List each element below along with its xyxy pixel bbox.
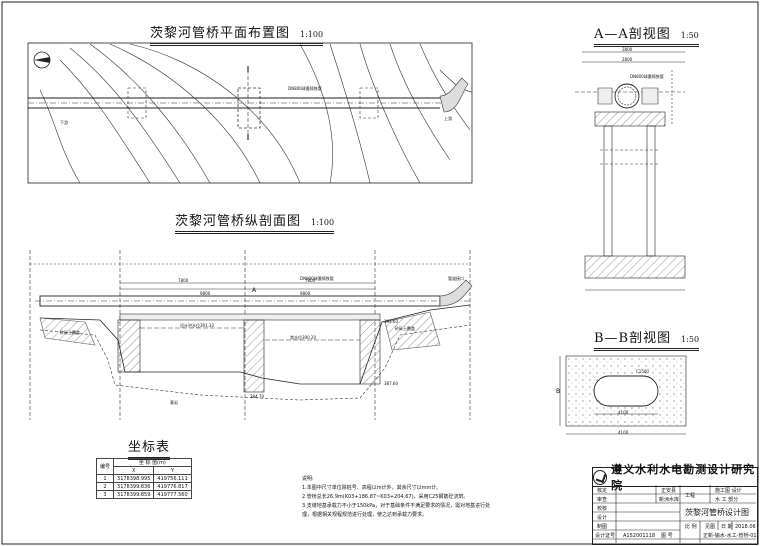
note-item: 1.本图中尺寸单位除桩号、高程以m计外，其余尺寸以mm计。 [302, 485, 442, 491]
bb-width: 4100 [618, 430, 629, 435]
label-approve: 核定 [597, 488, 608, 494]
pipe-label-section: DN800球墨铸铁管 [630, 74, 664, 79]
table-cell: 3 [95, 490, 115, 499]
table-cell: 3178399.859 [113, 490, 155, 499]
dim-total-2: 9800 [300, 291, 311, 296]
pipe-label-plan: DN800球墨铸铁管 [288, 86, 322, 91]
notes: 说明: 1.本图中尺寸单位除桩号、高程以m计外，其余尺寸以mm计。 2.管桥总长… [302, 475, 492, 520]
label-bank-right: 砂砾土覆盖 [395, 326, 415, 331]
notes-heading: 说明: [302, 476, 314, 482]
longitudinal-section [29, 250, 473, 420]
organization: 遵义水利水电勘测设计研究院 [593, 463, 757, 492]
longitudinal-title: 茨黎河管桥纵剖面图 1:100 [175, 210, 335, 234]
table-cell: 3178398.995 [113, 474, 155, 483]
table-cell: 419776.817 [153, 482, 192, 491]
level-387: 387.60 [384, 381, 398, 386]
label-cert: 设计证号 [595, 533, 616, 539]
table-row: 3 3178399.859 419777.560 [95, 490, 192, 499]
coord-table-title-text: 坐标表 [128, 440, 171, 455]
section-bb-scale: 1:50 [681, 335, 700, 344]
dim-total: 9800 [200, 291, 211, 296]
section-aa-scale: 1:50 [680, 31, 699, 40]
table-cell: 3178399.836 [113, 482, 155, 491]
coord-table-header: 编号 坐 标 值(m) [95, 458, 192, 475]
longitudinal-title-text: 茨黎河管桥纵剖面图 [175, 214, 302, 229]
table-cell: 2 [95, 482, 115, 491]
table-cell: 419777.560 [153, 490, 192, 499]
coord-header-value: 坐 标 值(m) [113, 458, 192, 467]
section-bb-title: B—B剖视图 1:50 [594, 327, 700, 351]
plan-scale: 1:100 [300, 30, 324, 39]
label-upstream: 上游 [444, 116, 452, 121]
section-bb [559, 355, 687, 435]
label-design: 设计 [597, 515, 608, 521]
coord-header-y: Y [153, 466, 192, 475]
longitudinal-scale: 1:100 [311, 218, 335, 227]
table-cell: 419756.111 [153, 474, 192, 483]
label-pipe-end: 管道接口 [448, 276, 464, 281]
plan-view [27, 42, 473, 184]
project-county: 正安县 [661, 488, 677, 494]
plan-title-text: 茨黎河管桥平面布置图 [150, 26, 291, 41]
pipe-label-long: DN800球墨铸铁管 [300, 276, 334, 281]
title-block-grid [592, 485, 756, 543]
bb-inner-width: 4100 [618, 410, 629, 415]
level-design-flood: 设计洪水位391.32 [180, 323, 214, 328]
drawing-no-label: 图 号 [661, 533, 673, 539]
label-rock: 基岩 [170, 400, 178, 405]
label-check: 校核 [597, 506, 608, 512]
coord-header-no: 编号 [95, 458, 115, 475]
project-reservoir: 新洲水库 [659, 497, 680, 503]
stage-part: 水 工 部分 [715, 497, 739, 503]
section-aa [575, 51, 686, 291]
label-review: 审查 [597, 497, 608, 503]
section-bb-title-text: B—B剖视图 [594, 331, 672, 346]
section-aa-title-text: A—A剖视图 [594, 27, 671, 42]
note-item: 2.管桥总长26.9m(K03+186.87~K03+204.67)，采用C25… [302, 494, 469, 500]
bb-radius: C1500 [636, 369, 649, 374]
plan-title: 茨黎河管桥平面布置图 1:100 [150, 22, 324, 46]
table-cell: 1 [95, 474, 115, 483]
project-suffix: 工程 [685, 493, 696, 499]
aa-width: 3800 [622, 47, 633, 52]
stage-design: 施工图 设计 [715, 488, 742, 494]
label-downstream: 下游 [60, 120, 68, 125]
label-bank-left: 砂砾土覆盖 [60, 330, 80, 335]
dim-span-2: 7800 [305, 278, 316, 283]
institute-logo-icon [593, 469, 608, 485]
level-391: 391.60 [384, 319, 398, 324]
level-384: 384.70 [250, 394, 264, 399]
label-draw: 制图 [597, 524, 608, 530]
date-value: 2018.06 [735, 524, 756, 530]
title-block: 遵义水利水电勘测设计研究院 核定 审查 校核 设计 制图 设计证号 A15200… [592, 463, 758, 545]
table-row: 2 3178399.836 419776.817 [95, 482, 192, 491]
aa-inner: 2800 [622, 57, 633, 62]
section-aa-title: A—A剖视图 1:50 [594, 23, 699, 47]
coord-header-x: X [113, 466, 155, 475]
section-mark-b: B [556, 388, 561, 395]
coord-table-title: 坐标表 [128, 436, 171, 460]
level-normal: 常水位390.20 [290, 335, 316, 340]
date-label: 日 期 [721, 524, 733, 530]
coord-table: 编号 坐 标 值(m) X Y 1 3178398.995 419756.111… [95, 458, 192, 499]
north-arrow-icon [33, 51, 51, 69]
table-row: 1 3178398.995 419756.111 [95, 474, 192, 483]
cert-number: A152001118 [623, 533, 656, 539]
dim-span-1: 7800 [178, 278, 189, 283]
drawing-number: 正新-输水-水工-管桥-01 [703, 533, 757, 539]
organization-name: 遵义水利水电勘测设计研究院 [611, 463, 756, 492]
note-item: 3.支墩地基承载力不小于150kPa，对于基础条件不满足要求的情况，需对地基进行… [302, 503, 491, 518]
drawing-name: 茨黎河管桥设计图 [685, 508, 749, 517]
scale-label: 比 例 [685, 524, 697, 530]
scale-value: 见图 [705, 524, 716, 530]
section-mark-a: A [252, 287, 257, 294]
